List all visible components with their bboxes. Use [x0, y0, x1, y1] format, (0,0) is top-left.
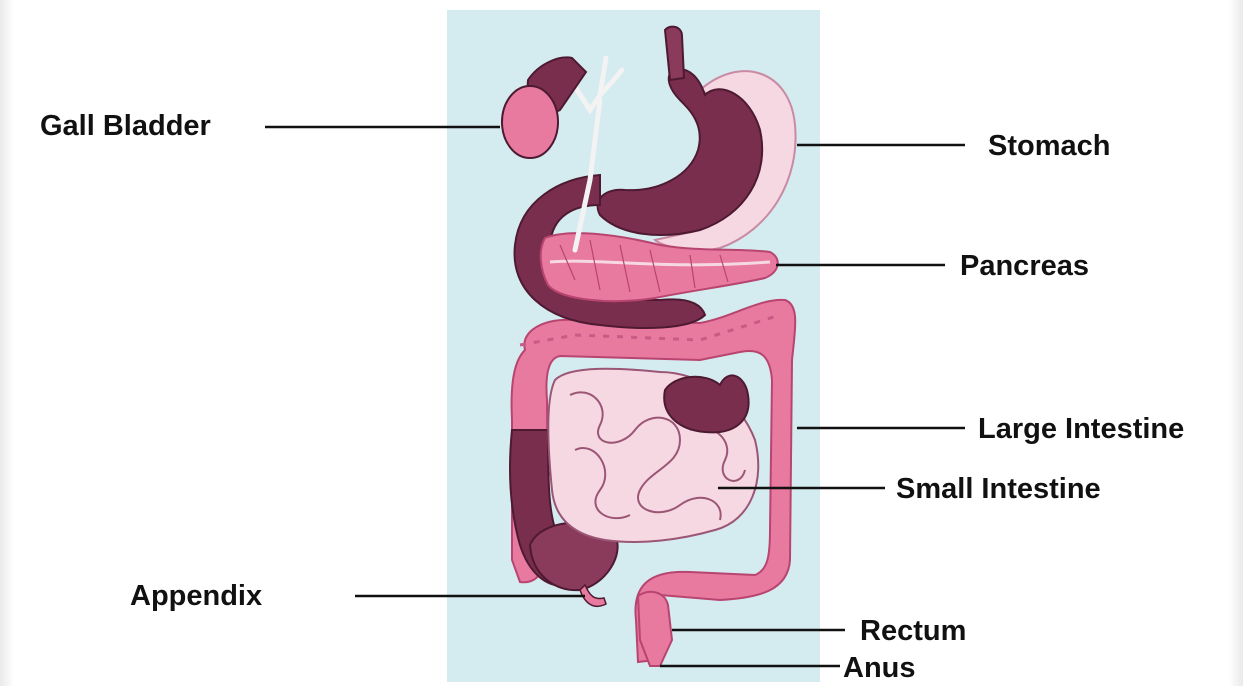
anus-label: Anus	[843, 654, 916, 683]
gall-bladder-shape	[502, 86, 558, 158]
esophagus-shape	[665, 27, 684, 80]
small-intestine-label: Small Intestine	[896, 475, 1101, 504]
rectum-label: Rectum	[860, 617, 966, 646]
large-intestine-label: Large Intestine	[978, 415, 1184, 444]
appendix-label: Appendix	[130, 582, 262, 611]
pancreas-label: Pancreas	[960, 252, 1089, 281]
gall-bladder-label: Gall Bladder	[40, 112, 211, 141]
stomach-label: Stomach	[988, 132, 1110, 161]
